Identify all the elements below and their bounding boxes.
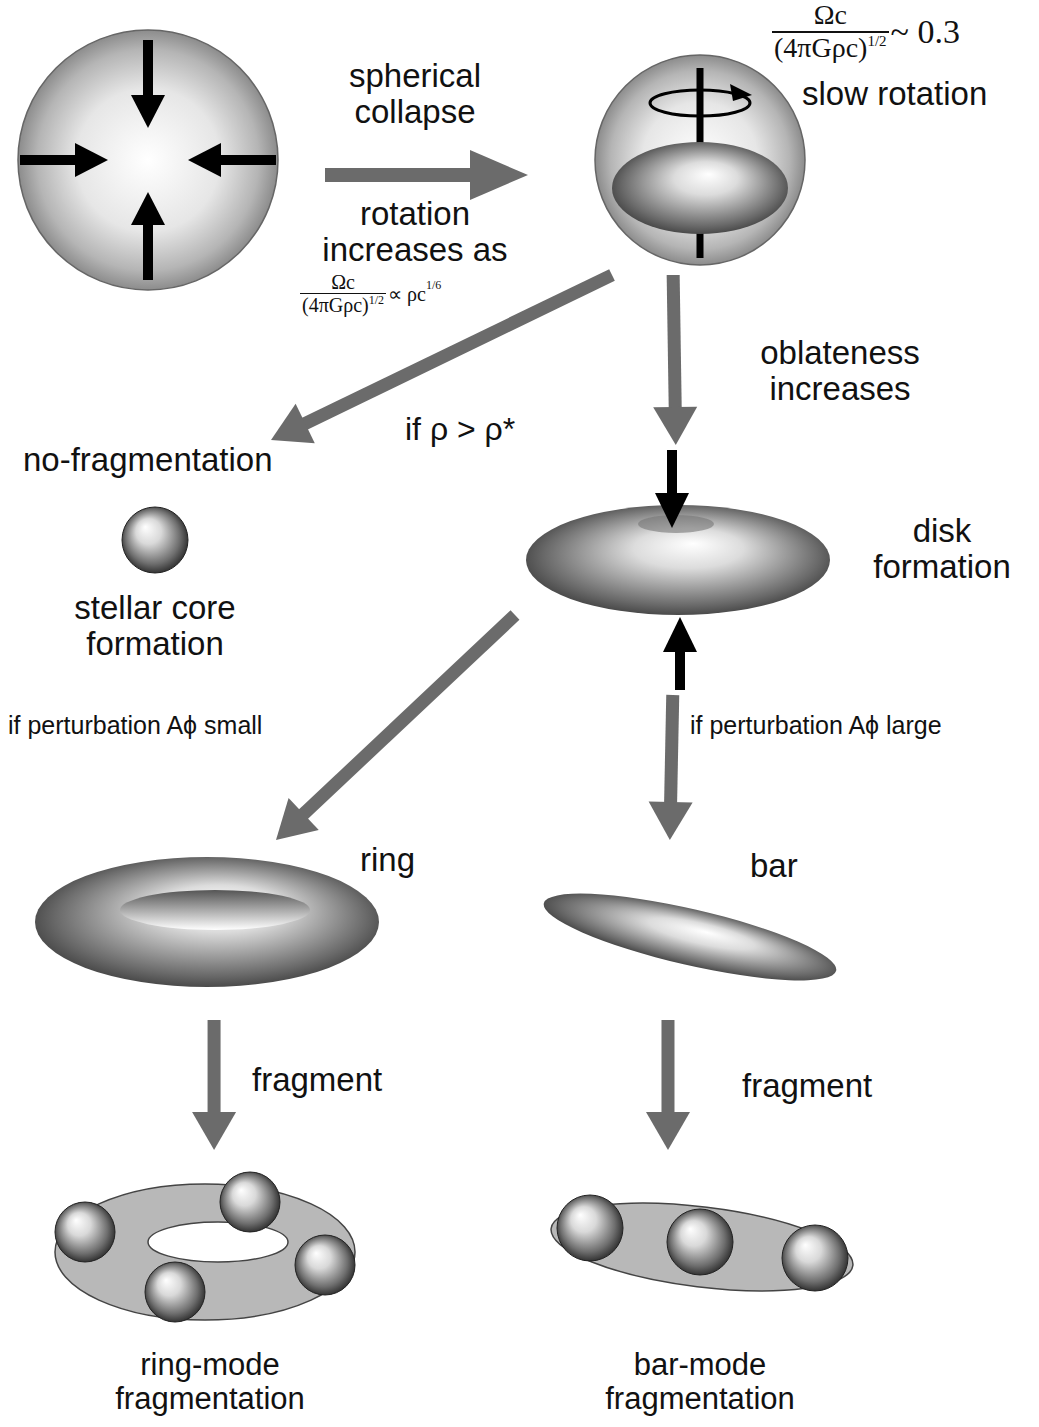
edge-label: fragment: [742, 1067, 872, 1104]
stage-caption: ring-mode fragmentation: [115, 1347, 305, 1416]
stage-caption: bar-mode fragmentation: [605, 1347, 795, 1416]
bar-shape-picture: [535, 840, 845, 1020]
formula-exponent: 1/6: [426, 279, 441, 292]
bar-shape: bar: [535, 840, 845, 1020]
edge-label: fragment: [252, 1061, 382, 1098]
arrow-shaft: [673, 275, 675, 409]
formula-term: ~ 0.3: [891, 13, 960, 50]
ring-fragments: ring-mode fragmentation: [40, 1150, 380, 1422]
label-box: spherical collapse: [290, 58, 540, 131]
formula-term: ∝ ρc: [388, 283, 426, 305]
arrow-shaft: [208, 1020, 221, 1114]
flow-arrow: [646, 1020, 690, 1150]
flow-arrow: [276, 615, 515, 840]
fraction: Ωc (4πGρc)1/2: [772, 0, 889, 64]
edge-label: if perturbation Aϕ large: [690, 711, 942, 739]
label-box: if perturbation Aϕ small: [8, 712, 262, 740]
bar-fragments: bar-mode fragmentation: [540, 1150, 860, 1422]
caption-box: bar: [750, 848, 798, 884]
flow-arrow: [192, 1020, 236, 1150]
formula-exponent: 1/2: [369, 293, 384, 307]
edge-label: if perturbation Aϕ small: [8, 711, 262, 739]
fraction: Ωc (4πGρc)1/2: [300, 272, 386, 316]
caption-box: no-fragmentation: [23, 442, 272, 478]
formula-term: (4πGρc): [774, 32, 867, 63]
rotating-sphere: slow rotation: [590, 50, 1030, 275]
stage-caption: bar: [750, 847, 798, 884]
edge-label: oblateness increases: [760, 334, 920, 407]
arrow-head: [649, 802, 693, 840]
caption-box: bar-mode fragmentation: [560, 1348, 840, 1416]
fraction-bar: (4πGρc)1/2: [300, 293, 386, 316]
stellar-core: no-fragmentation stellar core formation: [15, 440, 335, 680]
edge-label: if ρ > ρ*: [405, 411, 515, 447]
caption-box: disk formation: [867, 513, 1017, 586]
caption-box: stellar core formation: [45, 590, 265, 663]
flow-arrow: [649, 695, 693, 840]
stage-caption: no-fragmentation: [23, 441, 272, 478]
caption-box: slow rotation: [802, 76, 987, 112]
arrow-head: [653, 407, 697, 445]
formula-term: Ωc: [814, 0, 847, 31]
fraction-bar: (4πGρc)1/2: [772, 31, 889, 64]
formula-term: (4πGρc): [302, 294, 369, 316]
flow-arrow: [653, 275, 697, 445]
caption-box: ring: [360, 842, 415, 878]
arrow-shaft: [661, 1020, 674, 1114]
stage-caption: stellar core formation: [74, 589, 235, 662]
disk: disk formation: [515, 445, 1019, 695]
collapse-arrow: [325, 150, 528, 200]
stage-caption: slow rotation: [802, 75, 987, 112]
stage-caption: disk formation: [873, 512, 1011, 585]
label-box: fragment: [742, 1068, 872, 1104]
collapsing-sphere: [18, 30, 278, 290]
label-box: if perturbation Aϕ large: [690, 712, 942, 740]
formula-term: Ωc: [331, 272, 355, 293]
formula: Ωc (4πGρc)1/2 ~ 0.3: [772, 0, 960, 64]
formula-exponent: 1/2: [867, 33, 886, 49]
arrow-shaft: [671, 695, 673, 804]
arrow-head: [646, 1112, 690, 1150]
arrow-head: [271, 404, 315, 444]
arrow-head: [192, 1112, 236, 1150]
stage-caption: ring: [360, 841, 415, 878]
arrow-label: spherical collapse: [349, 57, 481, 130]
formula: Ωc (4πGρc)1/2 ∝ ρc1/6: [300, 272, 441, 316]
label-box: rotation increases as: [300, 196, 530, 269]
caption-box: ring-mode fragmentation: [70, 1348, 350, 1416]
label-box: fragment: [252, 1062, 382, 1098]
arrow-shaft: [302, 615, 515, 815]
ring-torus: ring: [30, 840, 440, 1020]
arrow-label: rotation increases as: [322, 195, 507, 268]
label-box: if ρ > ρ*: [405, 412, 515, 447]
label-box: oblateness increases: [720, 335, 960, 408]
arrow-head: [276, 798, 319, 840]
